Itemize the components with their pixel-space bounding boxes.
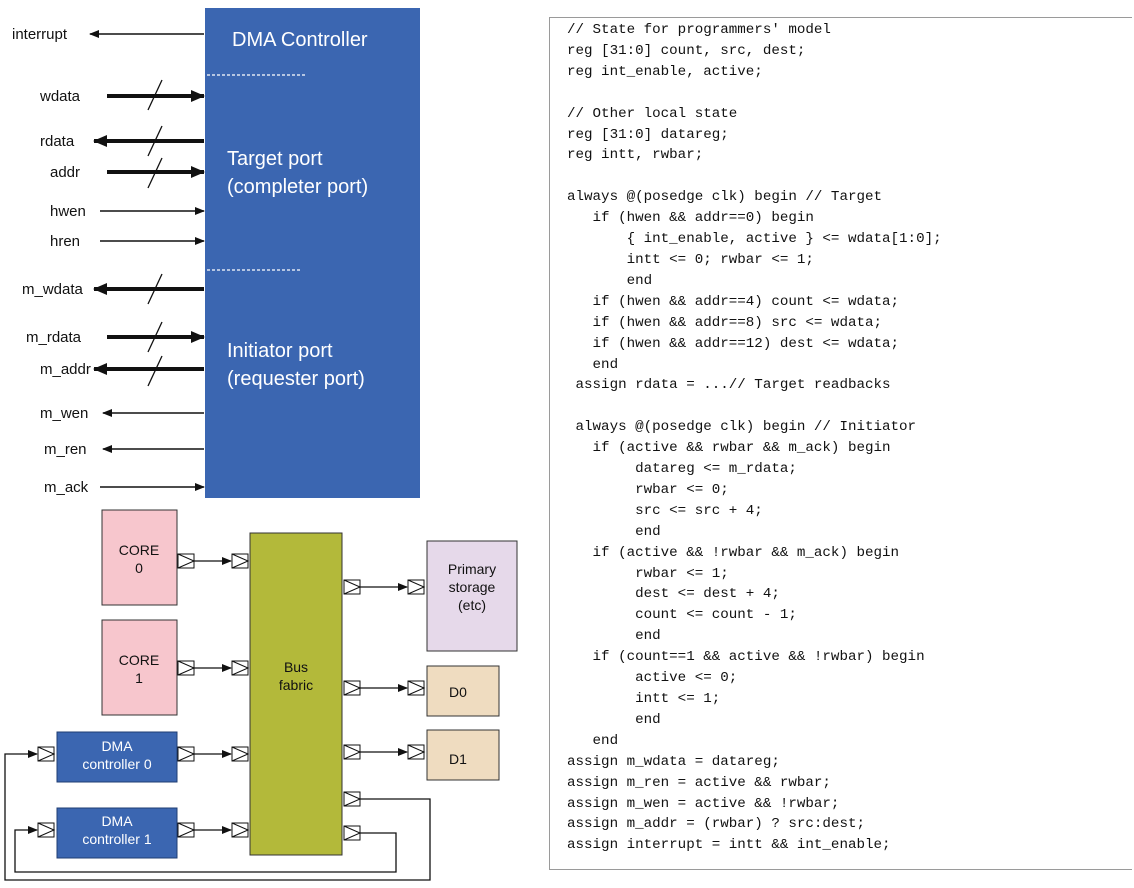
signal-label-rdata: rdata xyxy=(40,133,75,150)
target-port-label: Target port xyxy=(227,148,323,170)
signal-label-m-ack: m_ack xyxy=(44,479,89,496)
dma-controller-title: DMA Controller xyxy=(232,29,368,51)
code-line: if (hwen && addr==4) count <= wdata; xyxy=(567,293,900,310)
dma-system-diagram: DMA Controller Target port (completer po… xyxy=(4,8,518,881)
device-d1-label: D1 xyxy=(449,751,467,767)
dma-controller-0-label: DMA xyxy=(101,738,133,754)
code-line: end xyxy=(567,732,619,749)
signal-label-hwen: hwen xyxy=(50,203,86,220)
core-0-number: 0 xyxy=(135,560,143,576)
code-line: // State for programmers' model xyxy=(567,22,831,38)
primary-storage-label-2: storage xyxy=(449,579,496,595)
code-line: assign rdata = ...// Target readbacks xyxy=(567,377,891,394)
core-0-label: CORE xyxy=(119,542,159,558)
signal-label-m-addr: m_addr xyxy=(40,361,91,378)
primary-storage-label: Primary xyxy=(448,561,496,577)
dma-controller-0-block xyxy=(56,731,178,783)
dma-controller-1-sublabel: controller 1 xyxy=(82,831,151,847)
core-1-block xyxy=(101,619,178,716)
initiator-port-sublabel: (requester port) xyxy=(227,368,365,390)
verilog-code-panel: // State for programmers' model reg [31:… xyxy=(549,17,1132,870)
dma-controller-block xyxy=(205,8,420,498)
target-port-sublabel: (completer port) xyxy=(227,176,368,198)
code-line: if (hwen && addr==8) src <= wdata; xyxy=(567,314,883,331)
dma-controller-detail: DMA Controller Target port (completer po… xyxy=(12,8,420,498)
code-line: rwbar <= 0; xyxy=(567,481,729,498)
code-line: if (count==1 && active && !rwbar) begin xyxy=(567,649,925,666)
code-line: if (active && rwbar && m_ack) begin xyxy=(567,440,891,457)
code-line: reg [31:0] count, src, dest; xyxy=(567,42,806,59)
code-line: always @(posedge clk) begin // Initiator xyxy=(567,419,917,436)
code-line: reg [31:0] datareg; xyxy=(567,126,729,143)
code-line: datareg <= m_rdata; xyxy=(567,461,797,478)
bus-width-slash xyxy=(147,273,163,305)
signal-label-interrupt: interrupt xyxy=(12,26,68,43)
connections xyxy=(4,557,431,881)
device-d1-block xyxy=(426,729,500,781)
code-line: assign m_ren = active && rwbar; xyxy=(567,774,831,791)
core-0-block xyxy=(101,509,178,606)
code-line: reg int_enable, active; xyxy=(567,63,763,80)
device-d0-block xyxy=(426,665,500,717)
bus-width-slash xyxy=(147,79,163,111)
dma-controller-1-block xyxy=(56,807,178,859)
initiator-port-label: Initiator port xyxy=(227,340,333,362)
code-line: count <= count - 1; xyxy=(567,607,797,624)
code-line: { int_enable, active } <= wdata[1:0]; xyxy=(567,231,942,248)
code-line: reg intt, rwbar; xyxy=(567,147,704,164)
bus-fabric-label: Bus xyxy=(284,659,308,675)
code-line: end xyxy=(567,628,661,645)
dma-controller-0-sublabel: controller 0 xyxy=(82,756,151,772)
signal-label-m-ren: m_ren xyxy=(44,441,87,458)
code-line: dest <= dest + 4; xyxy=(567,586,780,603)
code-line: always @(posedge clk) begin // Target xyxy=(567,189,883,206)
signal-label-m-rdata: m_rdata xyxy=(26,329,82,346)
port-glyphs xyxy=(37,553,426,841)
code-line: end xyxy=(567,356,619,373)
bus-fabric-block xyxy=(249,532,343,856)
verilog-code: // State for programmers' model reg [31:… xyxy=(550,18,1132,856)
code-line: // Other local state xyxy=(567,105,738,122)
signal-label-addr: addr xyxy=(50,164,80,181)
signal-label-m-wdata: m_wdata xyxy=(22,281,84,298)
signal-label-hren: hren xyxy=(50,233,80,250)
device-d0-label: D0 xyxy=(449,684,467,700)
primary-storage-label-3: (etc) xyxy=(458,597,486,613)
code-line: active <= 0; xyxy=(567,670,738,687)
bus-fabric-sublabel: fabric xyxy=(279,677,313,693)
bus-width-slash xyxy=(147,321,163,353)
bus-width-slash xyxy=(147,125,163,157)
signal-label-m-wen: m_wen xyxy=(40,405,88,422)
code-line: intt <= 0; rwbar <= 1; xyxy=(567,251,814,268)
code-line: end xyxy=(567,272,653,289)
signal-label-wdata: wdata xyxy=(39,88,81,105)
code-line: if (hwen && addr==12) dest <= wdata; xyxy=(567,335,900,352)
system-diagram: CORE 0 CORE 1 Bus fabric Primary storage… xyxy=(4,509,518,881)
code-line: if (hwen && addr==0) begin xyxy=(567,210,814,227)
code-line: end xyxy=(567,523,661,540)
code-line: assign m_addr = (rwbar) ? src:dest; xyxy=(567,816,865,833)
code-line: end xyxy=(567,711,661,728)
code-line: src <= src + 4; xyxy=(567,502,763,519)
code-line: rwbar <= 1; xyxy=(567,565,729,582)
dma-controller-1-label: DMA xyxy=(101,813,133,829)
bus-width-slash xyxy=(147,355,163,387)
code-line: intt <= 1; xyxy=(567,691,721,707)
code-line: assign m_wen = active && !rwbar; xyxy=(567,795,840,812)
primary-storage-block xyxy=(426,540,518,652)
code-line: assign m_wdata = datareg; xyxy=(567,753,780,770)
core-1-label: CORE xyxy=(119,652,159,668)
code-line: assign interrupt = intt && int_enable; xyxy=(567,837,891,854)
code-line: if (active && !rwbar && m_ack) begin xyxy=(567,544,900,561)
bus-width-slash xyxy=(147,157,163,189)
core-1-number: 1 xyxy=(135,670,143,686)
